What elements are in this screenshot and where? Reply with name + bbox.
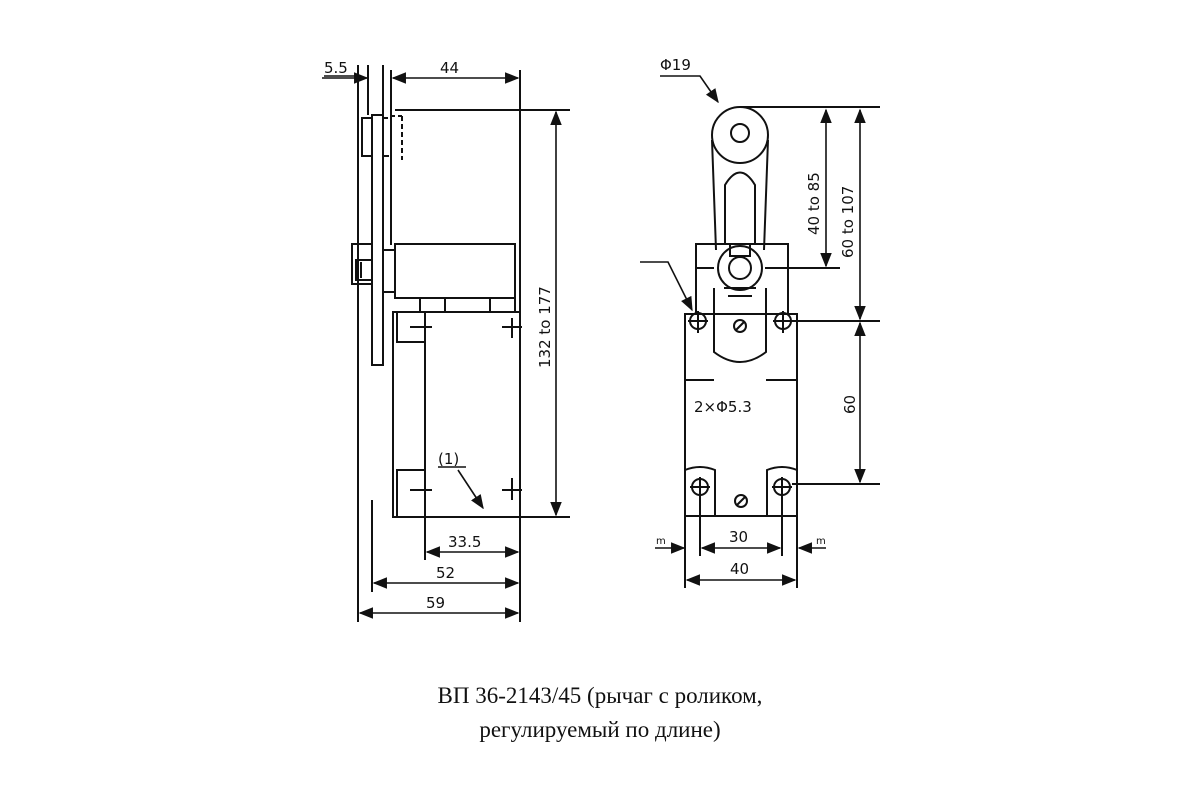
- side-view-labels: 5.5 44 132 to 177 (1) 33.5 52 59: [324, 59, 554, 612]
- front-view-dimensions: [640, 75, 866, 586]
- callout-leader: [457, 469, 484, 510]
- caption-line-1: ВП 36-2143/45 (рычаг с роликом,: [437, 683, 763, 708]
- label-m-left: m: [656, 536, 666, 547]
- side-view: [351, 65, 570, 622]
- roller-leader: [660, 75, 719, 104]
- label-m-right: m: [816, 536, 826, 547]
- front-view: [684, 106, 880, 588]
- label-40: 40: [730, 560, 749, 578]
- label-59: 59: [426, 594, 445, 612]
- front-view-labels: Φ19 40 to 85 60 to 107 2×Φ5.3 60 30 40 m…: [656, 56, 859, 578]
- technical-drawing: 5.5 44 132 to 177 (1) 33.5 52 59: [322, 56, 880, 622]
- label-height: 132 to 177: [536, 286, 554, 368]
- label-60: 60: [841, 395, 859, 414]
- side-view-dimensions: [322, 72, 562, 619]
- label-33-5: 33.5: [448, 533, 481, 551]
- label-callout: (1): [438, 450, 459, 468]
- label-30: 30: [729, 528, 748, 546]
- label-52: 52: [436, 564, 455, 582]
- label-roller-diameter: Φ19: [660, 56, 691, 74]
- caption-line-2: регулируемый по длине): [479, 717, 721, 742]
- label-44: 44: [440, 59, 459, 77]
- holes-leader: [640, 261, 693, 312]
- label-holes-note: 2×Φ5.3: [694, 398, 752, 416]
- label-5-5: 5.5: [324, 59, 348, 77]
- label-60-107: 60 to 107: [839, 186, 857, 258]
- label-40-85: 40 to 85: [805, 172, 823, 235]
